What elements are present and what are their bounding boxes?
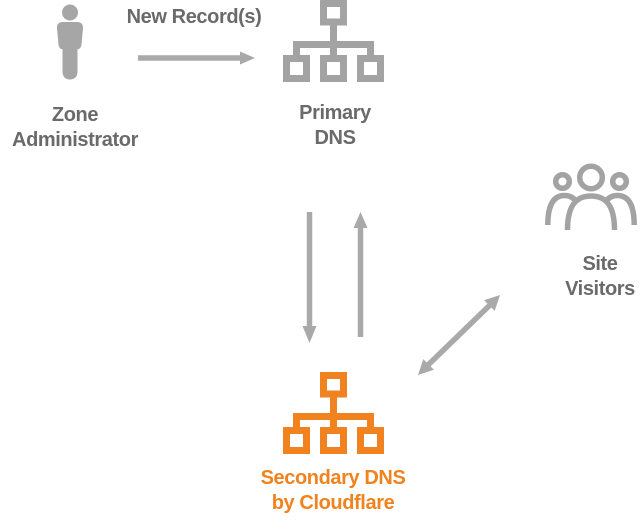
secondary-dns-label-line2: by Cloudflare <box>271 492 395 514</box>
person-body <box>56 22 84 80</box>
primary-dns-label-line1: Primary <box>299 102 371 124</box>
site-visitors-label-line1: Site <box>582 253 618 275</box>
right-person-head <box>609 171 630 192</box>
secondary-dns-label-line1: Secondary DNS <box>260 467 406 489</box>
arrow-up-icon <box>353 212 368 337</box>
people-group-icon <box>545 163 637 231</box>
secondary-dns-tree-icon <box>283 372 384 454</box>
arrow-double-diagonal-icon <box>418 295 500 375</box>
zone-administrator-label-line2: Administrator <box>12 129 138 151</box>
left-person-head <box>552 171 573 192</box>
site-visitors-label: Site Visitors <box>550 252 641 302</box>
secondary-dns-label: Secondary DNS by Cloudflare <box>238 466 428 516</box>
center-person-head <box>576 163 606 192</box>
new-records-label: New Record(s) <box>126 6 262 28</box>
person-head <box>62 4 78 21</box>
zone-administrator-label: Zone Administrator <box>0 103 150 153</box>
arrow-right-icon <box>138 51 255 65</box>
primary-dns-tree-icon <box>283 0 384 82</box>
arrow-down-icon <box>302 212 317 343</box>
primary-dns-label: Primary DNS <box>285 101 385 151</box>
primary-dns-label-line2: DNS <box>314 127 356 149</box>
center-person-body <box>564 193 618 231</box>
site-visitors-label-line2: Visitors <box>565 278 635 300</box>
person-icon <box>56 4 84 80</box>
zone-administrator-label-line1: Zone <box>51 104 99 126</box>
